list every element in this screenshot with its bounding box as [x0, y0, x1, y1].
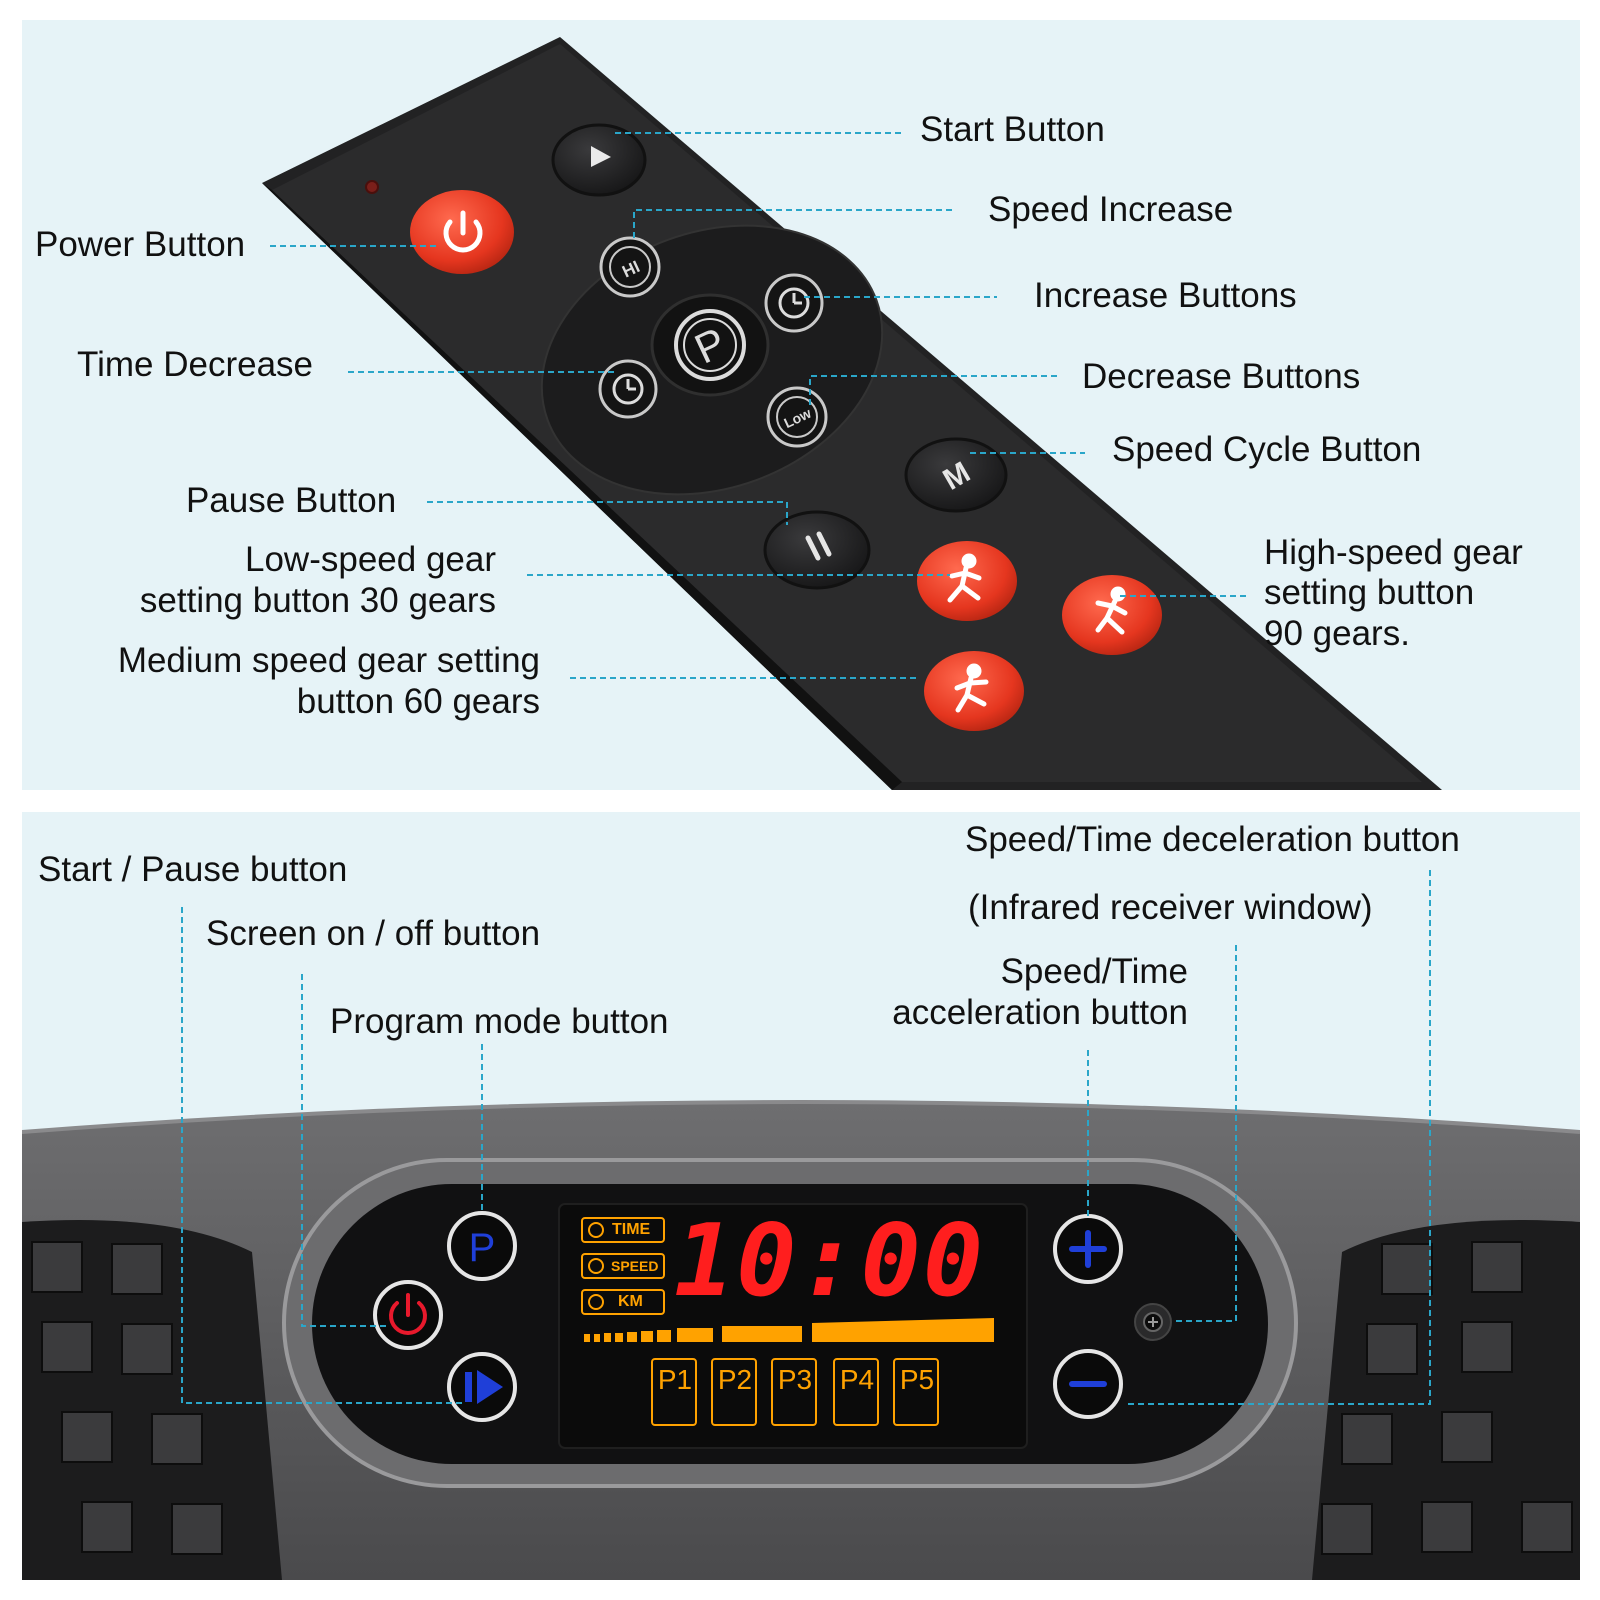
- runner-icon: [1095, 586, 1128, 635]
- runner-icon: [947, 553, 982, 603]
- remote-edge: [262, 183, 902, 790]
- label-increase-buttons: Increase Buttons: [1034, 276, 1297, 315]
- time-icon: [778, 287, 810, 319]
- label-start-button: Start Button: [920, 110, 1105, 149]
- lcd-indicators: [581, 1217, 665, 1315]
- label-speed-increase: Speed Increase: [988, 190, 1234, 229]
- label-acceleration-line2: acceleration button: [892, 992, 1188, 1032]
- console-start-pause-button[interactable]: [447, 1352, 517, 1422]
- console-leader-lines: [181, 870, 1431, 1405]
- label-high-speed-line3: 90 gears.: [1264, 613, 1410, 653]
- label-low-speed-gear: Low-speed gear setting button 30 gears: [140, 540, 496, 622]
- remote-start-button[interactable]: [551, 123, 647, 197]
- pause-icon: [805, 531, 832, 561]
- led-indicator: [365, 180, 379, 194]
- label-infrared-window: (Infrared receiver window): [968, 888, 1373, 927]
- label-acceleration-button: Speed/Time acceleration button: [892, 952, 1188, 1034]
- program-icon: P: [469, 1226, 496, 1270]
- label-screen-onoff-button: Screen on / off button: [206, 914, 541, 953]
- remote-low-speed-button[interactable]: [917, 541, 1017, 621]
- remote-illustration: HI P: [262, 37, 1442, 790]
- remote-medium-speed-button[interactable]: [924, 651, 1024, 731]
- left-foot-pad: [22, 1220, 282, 1580]
- label-high-speed-line2: setting button: [1264, 573, 1475, 613]
- label-time-decrease: Time Decrease: [77, 345, 313, 384]
- bolt-icon: [588, 1294, 604, 1310]
- lcd-speed-indicator: SPEED: [611, 1258, 659, 1274]
- remote-panel: HI P: [22, 20, 1580, 790]
- time-icon: [612, 373, 644, 405]
- remote-program-button[interactable]: P: [650, 293, 770, 397]
- machine-top-edge: [22, 1100, 1580, 1134]
- console-deceleration-button[interactable]: [1053, 1349, 1123, 1419]
- label-high-speed-gear: High-speed gear setting button 90 gears.: [1264, 533, 1523, 654]
- power-icon: [389, 1293, 427, 1335]
- remote-time-decrease-button[interactable]: [598, 359, 658, 419]
- label-speed-cycle-button: Speed Cycle Button: [1112, 430, 1422, 469]
- remote-high-speed-button[interactable]: [1062, 575, 1162, 655]
- speed-icon: [588, 1258, 604, 1274]
- runner-icon: [954, 663, 989, 713]
- label-decrease-buttons: Decrease Buttons: [1082, 357, 1361, 396]
- infrared-receiver-window: [1134, 1303, 1172, 1341]
- right-foot-pad: [1312, 1220, 1580, 1580]
- remote-speed-increase-button[interactable]: HI: [599, 236, 661, 298]
- remote-time-increase-button[interactable]: [764, 273, 824, 333]
- remote-speed-cycle-button[interactable]: M: [904, 437, 1008, 513]
- lcd-program-p3: P3: [777, 1364, 813, 1395]
- label-medium-speed-gear: Medium speed gear setting button 60 gear…: [118, 641, 540, 723]
- plus-icon: [1069, 1230, 1107, 1268]
- console-panel: P: [22, 812, 1580, 1580]
- label-power-button: Power Button: [35, 225, 246, 264]
- label-medium-speed-line2: button 60 gears: [296, 681, 540, 721]
- label-start-pause-button: Start / Pause button: [38, 850, 348, 889]
- play-icon: [591, 146, 611, 167]
- lcd-km-indicator: KM: [618, 1293, 643, 1310]
- play-pause-icon: [465, 1370, 503, 1404]
- remote-leader-lines: [270, 132, 1250, 679]
- lcd-program-p4: P4: [839, 1364, 875, 1395]
- lcd-time-indicator: TIME: [612, 1221, 651, 1238]
- console-illustration: P: [22, 870, 1580, 1580]
- lcd-program-boxes: [651, 1358, 939, 1426]
- lcd-program-p2: P2: [717, 1364, 753, 1395]
- label-deceleration-button: Speed/Time deceleration button: [965, 820, 1460, 859]
- hi-icon: HI: [619, 257, 642, 281]
- remote-power-button[interactable]: [410, 190, 514, 274]
- remote-speed-decrease-button[interactable]: Low: [766, 386, 828, 448]
- lcd-program-p1: P1: [657, 1364, 693, 1395]
- lcd-program-p5: P5: [899, 1364, 935, 1395]
- label-low-speed-line2: setting button 30 gears: [139, 580, 496, 620]
- clock-icon: [588, 1222, 604, 1238]
- label-acceleration-line1: Speed/Time: [1000, 952, 1188, 991]
- label-low-speed-line1: Low-speed gear: [245, 540, 496, 579]
- console-acceleration-button[interactable]: [1053, 1214, 1123, 1284]
- lcd-time-value: 10:00: [674, 1202, 986, 1319]
- console-program-button[interactable]: P: [447, 1211, 517, 1281]
- console-screen-power-button[interactable]: [373, 1280, 443, 1350]
- label-program-mode-button: Program mode button: [330, 1002, 669, 1041]
- lcd-level-bars: [584, 1318, 994, 1342]
- remote-pause-button[interactable]: [763, 510, 871, 590]
- label-pause-button: Pause Button: [186, 481, 397, 520]
- label-high-speed-line1: High-speed gear: [1264, 533, 1523, 572]
- power-icon: [443, 210, 483, 253]
- label-medium-speed-line1: Medium speed gear setting: [117, 641, 540, 680]
